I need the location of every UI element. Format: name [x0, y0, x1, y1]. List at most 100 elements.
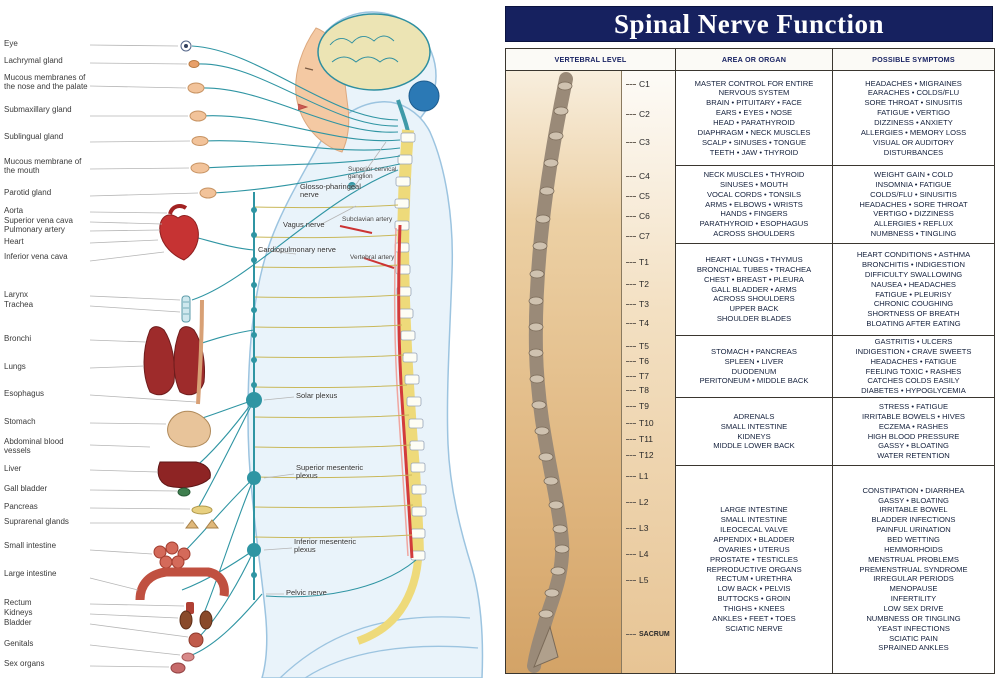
superior-cervical-ganglion-dot [348, 182, 356, 190]
level-label-t3: T3 [626, 299, 649, 309]
level-label-t8: T8 [626, 385, 649, 395]
organ-label-mouth-membrane: Mucous membrane of the mouth [4, 157, 82, 175]
table-cell-area-c1-c3: MASTER CONTROL FOR ENTIRE NERVOUS SYSTEM… [676, 71, 833, 166]
organ-label-submaxillary: Submaxillary gland [4, 105, 72, 114]
organ-label-rectum: Rectum [4, 598, 32, 607]
page-title: Spinal Nerve Function [505, 6, 993, 42]
organ-label-bladder: Bladder [4, 618, 32, 627]
organ-label-liver: Liver [4, 464, 22, 473]
level-label-c1: C1 [626, 79, 650, 89]
level-label-l5: L5 [626, 575, 648, 585]
anatomy-illustration [89, 11, 484, 678]
genitals-shape [181, 652, 195, 662]
level-label-c6: C6 [626, 211, 650, 221]
bladder-shape [188, 632, 204, 648]
organ-label-kidneys: Kidneys [4, 608, 33, 617]
organ-label-sex-organs: Sex organs [4, 659, 45, 668]
column-header-vertebral-level: VERTEBRAL LEVEL [506, 49, 676, 71]
sublingual-gland-shape [191, 136, 209, 146]
gall-bladder-shape [177, 487, 191, 497]
aorta-shape [168, 204, 188, 215]
organ-label-sublingual: Sublingual gland [4, 132, 64, 141]
label-superior-cervical-ganglion: Superior cervical ganglion [348, 166, 397, 181]
nerve-label-vagus: Vagus nerve [283, 220, 325, 229]
level-label-t9: T9 [626, 401, 649, 411]
anatomy-panel: Eye Lachrymal gland Mucous membranes of … [4, 11, 484, 678]
parotid-gland-shape [199, 187, 217, 199]
table-cell-symptoms-c1-c3: HEADACHES • MIGRAINES EARACHES • COLDS/F… [833, 71, 994, 166]
lachrymal-gland-shape [188, 60, 200, 68]
sex-organs-shape [170, 662, 186, 674]
level-label-t1: T1 [626, 257, 649, 267]
level-label-t2: T2 [626, 279, 649, 289]
level-label-c3: C3 [626, 137, 650, 147]
organ-label-abdominal-vessels: Abdominal blood vessels [4, 437, 64, 455]
level-label-l4: L4 [626, 549, 648, 559]
nose-membrane-shape [187, 82, 205, 94]
organ-label-parotid: Parotid gland [4, 188, 52, 197]
small-intestine-shape [153, 541, 191, 569]
table-cell-area-t5-t8: STOMACH • PANCREAS SPLEEN • LIVER DUODEN… [676, 336, 833, 398]
level-label-l2: L2 [626, 497, 648, 507]
level-label-c5: C5 [626, 191, 650, 201]
organ-label-stomach: Stomach [4, 417, 36, 426]
level-label-l3: L3 [626, 523, 648, 533]
level-label-t6: T6 [626, 356, 649, 366]
label-subclavian-artery: Subclavian artery [342, 216, 393, 223]
organ-label-bronchi: Bronchi [4, 334, 32, 343]
table-cell-symptoms-t9-t12: STRESS • FATIGUE IRRITABLE BOWELS • HIVE… [833, 398, 994, 466]
lung-right-shape [173, 326, 205, 396]
organ-label-genitals: Genitals [4, 639, 34, 648]
liver-shape [157, 461, 211, 489]
spine-column [356, 129, 427, 645]
column-header-area-or-organ: AREA OR ORGAN [676, 49, 833, 71]
organ-label-inferior-vena-cava: Inferior vena cava [4, 252, 68, 261]
subclavian-artery-shape [339, 225, 373, 234]
level-label-c4: C4 [626, 171, 650, 181]
level-label-c2: C2 [626, 109, 650, 119]
sympathetic-chain [246, 182, 356, 600]
column-header-possible-symptoms: POSSIBLE SYMPTOMS [833, 49, 994, 71]
spinal-nerve-function-panel: Spinal Nerve Function VERTEBRAL LEVEL AR… [503, 0, 997, 678]
level-label-t5: T5 [626, 341, 649, 351]
organs [135, 40, 395, 674]
organ-label-pulmonary-artery: Pulmonary artery [4, 225, 65, 234]
label-solar-plexus: Solar plexus [296, 391, 338, 400]
heart-shape [159, 214, 199, 261]
table-cell-symptoms-t1-t4: HEART CONDITIONS • ASTHMA BRONCHITIS • I… [833, 244, 994, 336]
organ-label-small-intestine: Small intestine [4, 541, 57, 550]
table-cell-area-t1-t4: HEART • LUNGS • THYMUS BRONCHIAL TUBES •… [676, 244, 833, 336]
table-cell-symptoms-c4-c7: WEIGHT GAIN • COLD INSOMNIA • FATIGUE CO… [833, 166, 994, 244]
lung-left-shape [143, 326, 175, 396]
level-label-t7: T7 [626, 371, 649, 381]
vertebral-artery-shape [363, 257, 395, 269]
level-label-t12: T12 [626, 450, 654, 460]
mouth-membrane-shape [190, 162, 210, 174]
label-leader-lines [89, 44, 387, 668]
large-intestine-shape [135, 567, 229, 601]
sacrum-shape [533, 625, 559, 668]
label-inferior-mesenteric-plexus: Inferior mesenteric plexus [294, 537, 357, 555]
pancreas-shape [191, 505, 213, 515]
vertebral-levels-column: C1 C2 C3 C4 C5 C6 C7 T1 T2 T3 T4 T5 T6 T… [622, 71, 676, 673]
level-label-t4: T4 [626, 318, 649, 328]
organ-label-suprarenal: Suprarenal glands [4, 517, 69, 526]
table-cell-symptoms-l1-sacrum: CONSTIPATION • DIARRHEA GASSY • BLOATING… [859, 485, 968, 653]
level-label-sacrum: SACRUM [626, 631, 670, 638]
level-label-t10: T10 [626, 418, 654, 428]
organ-label-lungs: Lungs [4, 362, 26, 371]
organ-label-trachea: Trachea [4, 300, 34, 309]
label-superior-mesenteric-plexus: Superior mesenteric plexus [296, 463, 364, 481]
trachea-shape [181, 295, 191, 323]
level-label-c7: C7 [626, 231, 650, 241]
esophagus-shape [196, 299, 204, 405]
organ-label-aorta: Aorta [4, 206, 24, 215]
organ-label-esophagus: Esophagus [4, 389, 45, 398]
level-label-t11: T11 [626, 434, 653, 444]
label-pelvic-nerve: Pelvic nerve [286, 588, 327, 597]
organ-label-large-intestine: Large intestine [4, 569, 57, 578]
table-cell-area-t9-t12: ADRENALS SMALL INTESTINE KIDNEYS MIDDLE … [676, 398, 833, 466]
organ-label-gall-bladder: Gall bladder [4, 484, 48, 493]
nerve-label-cardiopulmonary: Cardiopulmonary nerve [258, 245, 336, 254]
table-cell-area-c4-c7: NECK MUSCLES • THYROID SINUSES • MOUTH V… [676, 166, 833, 244]
